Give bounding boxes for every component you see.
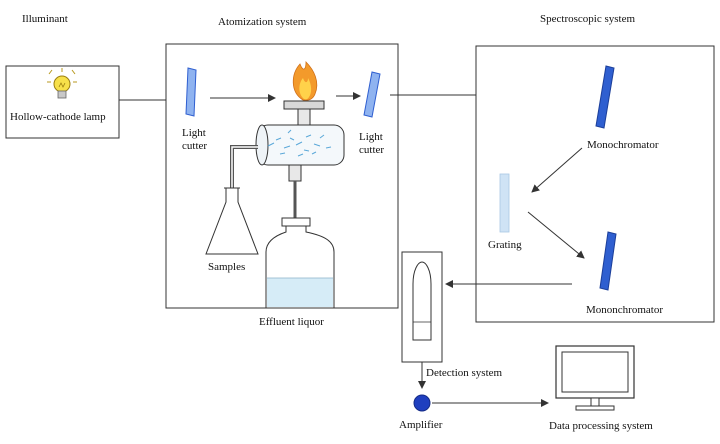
burner-neck <box>297 108 311 126</box>
light-cutter-1-label-line2: cutter <box>182 140 207 152</box>
grating-element <box>499 173 510 233</box>
light-cutter-1-mirror <box>185 67 197 117</box>
spray-icon <box>267 129 332 157</box>
monochromator-1-mirror <box>595 65 615 129</box>
monitor-icon <box>555 345 635 411</box>
drain-connector <box>288 164 302 182</box>
data-processing-label: Data processing system <box>549 420 653 432</box>
illuminant-title: Illuminant <box>22 13 68 25</box>
samples-label: Samples <box>208 261 245 273</box>
light-cutter-2-label-line2: cutter <box>359 144 384 156</box>
flame-icon <box>292 61 318 101</box>
grating-label: Grating <box>488 239 522 251</box>
effluent-label: Effluent liquor <box>259 316 324 328</box>
lamp-label: Hollow-cathode lamp <box>10 111 106 123</box>
spectroscopic-box <box>475 45 715 323</box>
effluent-bottle <box>265 217 335 309</box>
monochromator-1-label: Monochromator <box>587 139 659 151</box>
spectroscopic-title: Spectroscopic system <box>540 13 635 25</box>
arrow-monochromator-to-grating <box>531 147 583 193</box>
detection-label: Detection system <box>426 367 503 379</box>
detector-tube <box>401 251 443 363</box>
light-cutter-2-label-line1: Light <box>359 131 383 143</box>
light-cutter-2-mirror <box>363 71 381 118</box>
sample-flask <box>205 187 259 255</box>
light-cutter-1-label-line1: Light <box>182 127 206 139</box>
arrow-grating-to-monochromator <box>527 211 585 259</box>
monochromator-2-label: Mononchromator <box>586 304 663 316</box>
bulb-glass <box>53 75 71 93</box>
amplifier-label: Amplifier <box>399 419 443 431</box>
burner-head <box>283 100 325 110</box>
atomization-title: Atomization system <box>218 16 307 28</box>
amplifier-node <box>413 394 431 412</box>
lightbulb-icon <box>47 68 77 99</box>
monochromator-2-mirror <box>599 231 617 291</box>
